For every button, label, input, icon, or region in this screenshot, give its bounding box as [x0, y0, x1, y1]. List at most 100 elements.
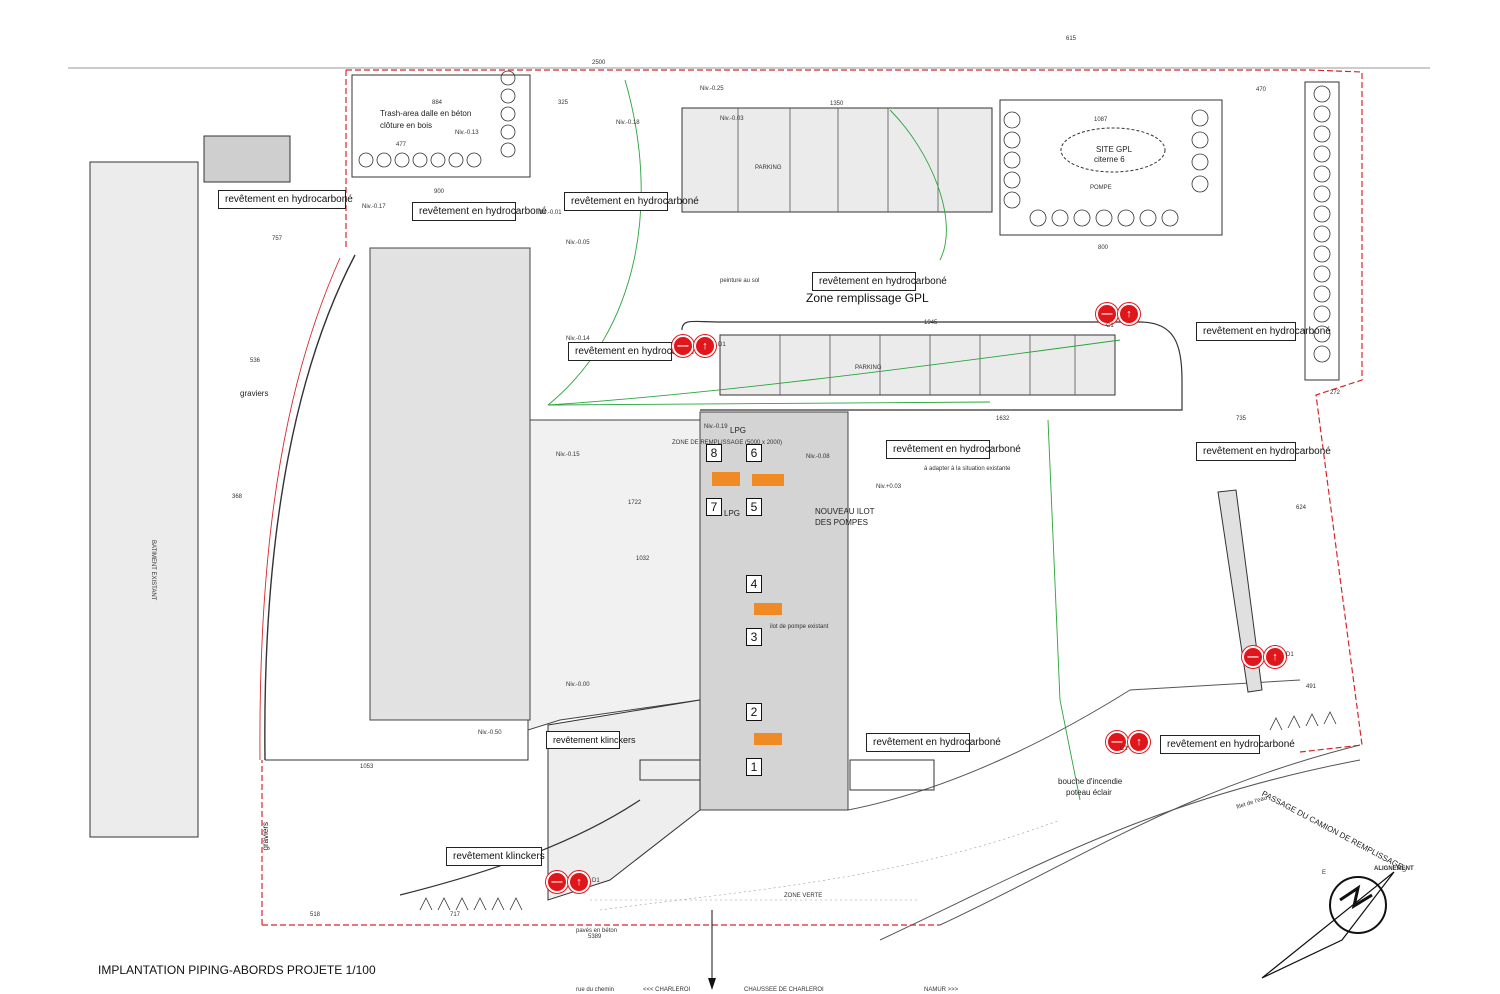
label-revetement-9: revêtement en hydrocarboné: [866, 733, 1001, 752]
zone-verte: ZONE VERTE: [784, 893, 823, 899]
peinture-label: peinture au sol: [720, 278, 760, 284]
level-marker: Niv.-0.03: [720, 116, 744, 122]
label-revetement-6: revêtement en hydrocarboné: [1196, 322, 1331, 341]
pump-number: 5: [746, 498, 762, 516]
clinker-area: [527, 419, 701, 731]
sign-code: C1: [1106, 323, 1114, 329]
pump-number: 7: [706, 498, 722, 516]
direction-sign: ↑: [1264, 646, 1286, 668]
compass-e: E: [1322, 870, 1327, 876]
pump-number: 2: [746, 703, 762, 721]
level-marker: Niv.-0.00: [566, 682, 590, 688]
diagonal-strip: [1217, 489, 1263, 693]
label-revetement-2: revêtement en hydrocarboné: [412, 202, 547, 221]
direction-sign: ↑: [1128, 731, 1150, 753]
poteau-eclair: poteau éclair: [1066, 788, 1112, 797]
nouveau-ilot-line1: NOUVEAU ILOT: [815, 507, 875, 516]
label-revetement-8: revêtement en hydrocarboné: [1196, 442, 1331, 461]
no-entry-sign: —: [1096, 303, 1118, 325]
compass-s: S: [1402, 868, 1407, 874]
klinkers-wedge: [547, 699, 701, 901]
dimension: 470: [1256, 87, 1267, 93]
direction-sign: ↑: [694, 335, 716, 357]
dimension: 5389: [588, 934, 602, 940]
left-paved-area: [369, 247, 531, 721]
nouveau-ilot-line2: DES POMPES: [815, 518, 868, 527]
pump-number: 4: [746, 575, 762, 593]
dimension: 900: [434, 189, 445, 195]
level-marker: Niv.-0.25: [700, 86, 724, 92]
level-marker: Niv.-0.17: [362, 204, 386, 210]
trash-area-line1: Trash-area dalle en béton: [380, 109, 472, 118]
level-marker: Niv.+0.03: [876, 484, 902, 490]
parking-label: PARKING: [755, 165, 782, 171]
lpg-label: LPG: [730, 426, 747, 435]
sign-code: D1: [592, 878, 600, 884]
label-klinckers-1: revêtement klinckers: [546, 731, 636, 749]
property-boundary: [261, 69, 1363, 926]
level-marker: Niv.-0.19: [704, 424, 728, 430]
level-marker: Niv.-0.15: [556, 452, 580, 458]
rue-chemin: rue du chemin: [576, 987, 615, 993]
new-pump-block: [712, 472, 740, 486]
paves-beton: pavés en béton: [576, 928, 618, 934]
level-marker: Niv.-0.50: [478, 730, 502, 736]
dimension: 717: [450, 912, 461, 918]
dimension: 368: [232, 494, 243, 500]
chaussee: CHAUSSEE DE CHARLEROI: [744, 987, 824, 993]
dimension: 757: [272, 236, 283, 242]
existing-pump-block: [754, 733, 782, 745]
dimension: 1053: [360, 764, 374, 770]
no-entry-sign: —: [1106, 731, 1128, 753]
alignement: ALIGNEMENT: [1374, 866, 1414, 872]
label-revetement-5: revêtement en hydrocarboné: [568, 342, 703, 361]
level-marker: Niv.-0.05: [566, 240, 590, 246]
dimension: 491: [1306, 684, 1317, 690]
sign-code: C1: [1120, 746, 1128, 752]
parking-label-2: PARKING: [855, 365, 882, 371]
level-marker: Niv.-0.14: [566, 336, 590, 342]
tree-ring: [1003, 109, 1209, 227]
dimension: 2500: [592, 60, 606, 66]
dimension: 624: [1296, 505, 1307, 511]
dimension: 325: [558, 100, 569, 106]
direction-sign: ↑: [1118, 303, 1140, 325]
dimension: 884: [432, 100, 443, 106]
label-revetement-10: revêtement en hydrocarboné: [1160, 735, 1295, 754]
dimension: 536: [250, 358, 261, 364]
dimension: 1945: [924, 320, 938, 326]
no-entry-sign: —: [1242, 646, 1264, 668]
graviers-label: graviers: [240, 389, 269, 398]
sign-code: D1: [718, 342, 726, 348]
zone-remplissage-small: ZONE DE REMPLISSAGE (5000 x 2000): [672, 440, 783, 446]
level-marker: Niv.-0.08: [806, 454, 830, 460]
left-curve-boundary: [264, 254, 356, 761]
dimension: 1032: [636, 556, 650, 562]
dimension: 1087: [1094, 117, 1108, 123]
dimension: 1632: [996, 416, 1010, 422]
dimension: 1722: [628, 500, 642, 506]
dimension: 615: [1066, 36, 1077, 42]
ilot-existant: ilot de pompe existant: [770, 624, 829, 630]
pump-number: 3: [746, 628, 762, 646]
level-marker: Niv.-0.01: [538, 210, 562, 216]
building-annex: [203, 135, 291, 183]
level-marker: Niv.-0.18: [616, 120, 640, 126]
dimension: 735: [1236, 416, 1247, 422]
adapter-label: à adapter à la situation existante: [924, 466, 1011, 472]
dimension: 518: [310, 912, 321, 918]
no-entry-sign: —: [546, 871, 568, 893]
label-revetement-1: revêtement en hydrocarboné: [218, 190, 353, 209]
dimension: 272: [1330, 390, 1341, 396]
north-arrow: [1261, 871, 1395, 979]
pump-number: 6: [746, 444, 762, 462]
sign-code: D1: [1286, 652, 1294, 658]
parking-top: [681, 107, 993, 213]
new-pump-block: [752, 474, 784, 486]
graviers-vertical: graviers: [261, 822, 270, 851]
level-marker: Niv.-0.13: [455, 130, 479, 136]
pompe-label: POMPE: [1090, 185, 1112, 191]
zone-remplissage-title: Zone remplissage GPL: [806, 291, 929, 305]
trash-area: [351, 74, 531, 178]
drawing-title: IMPLANTATION PIPING-ABORDS PROJETE 1/100: [98, 963, 376, 977]
